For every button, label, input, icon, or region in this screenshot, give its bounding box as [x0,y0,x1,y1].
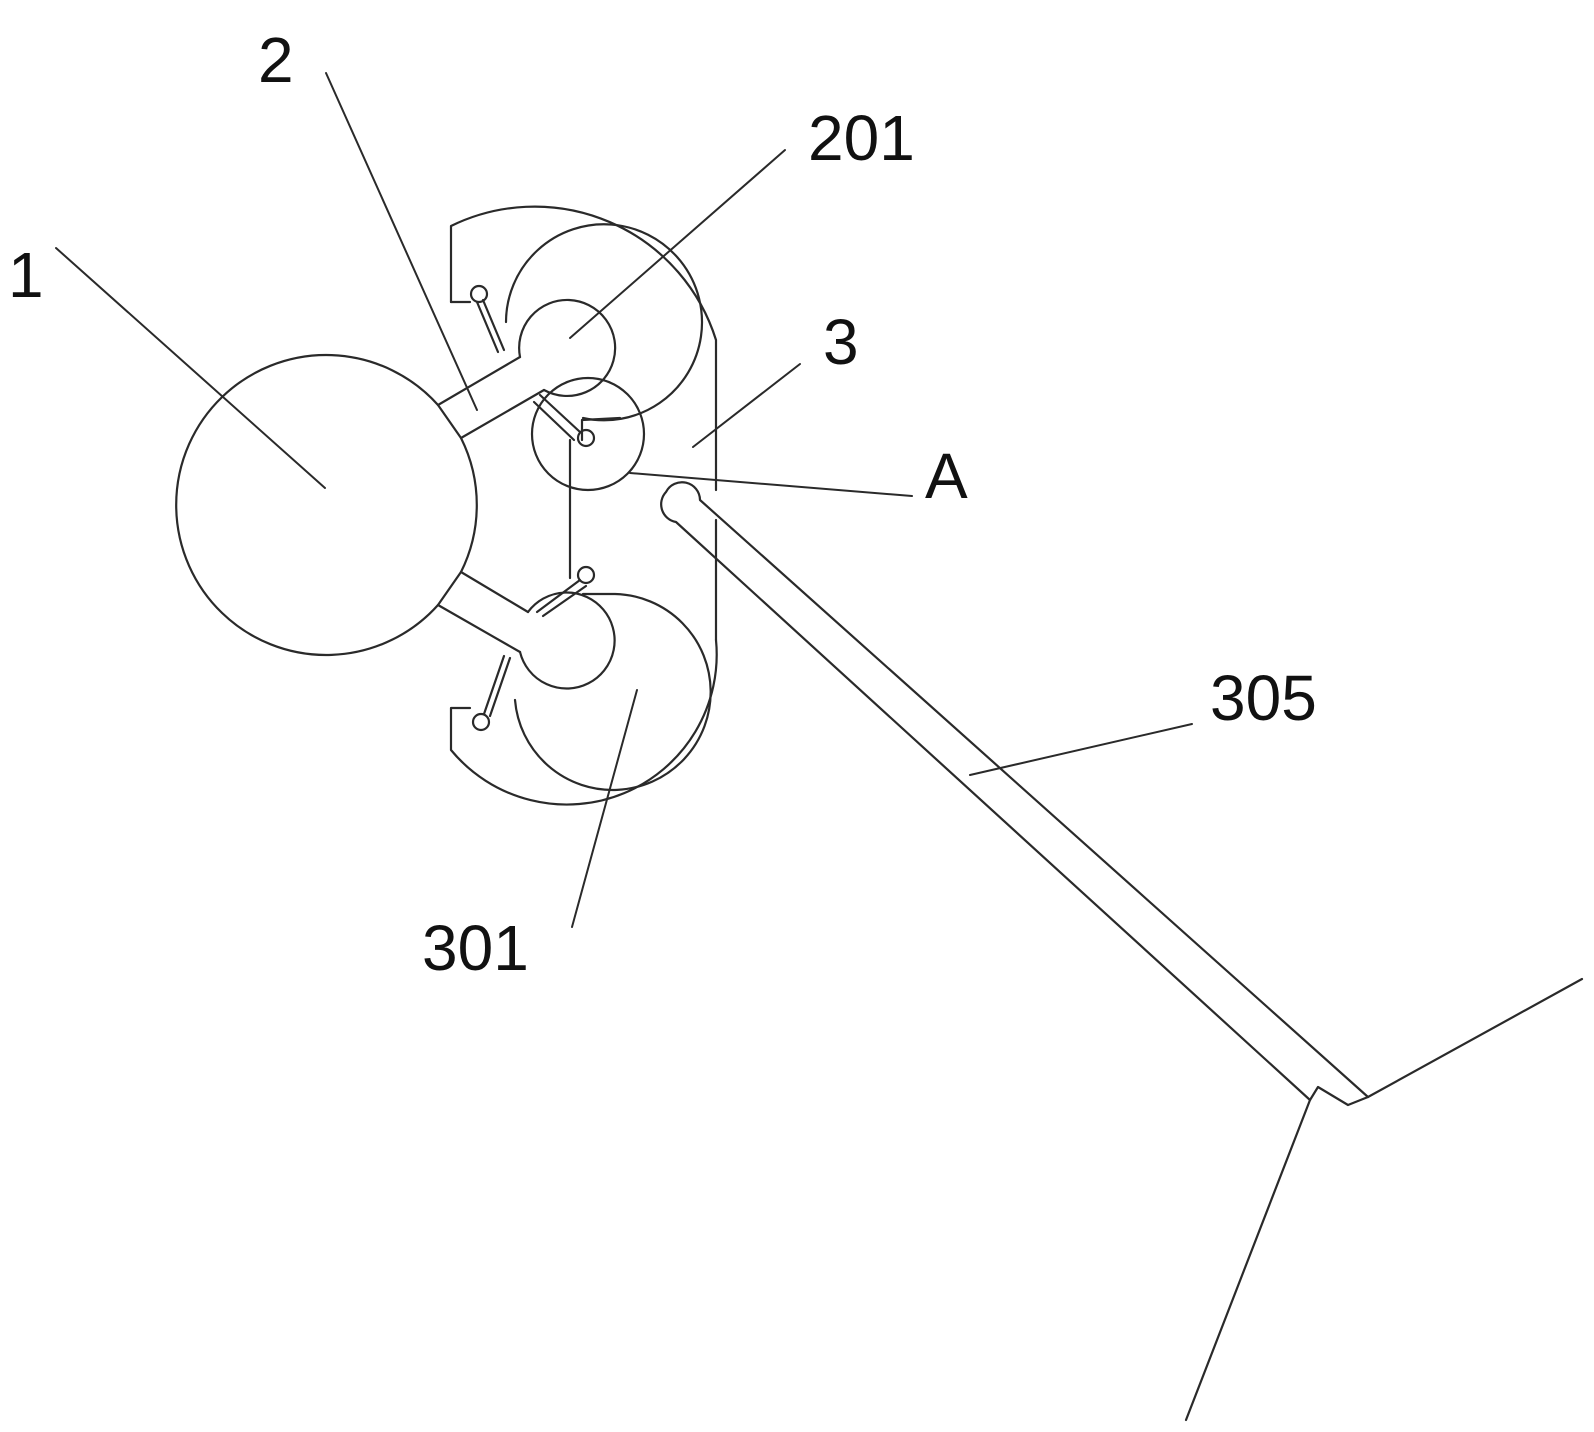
detail-a-circle [530,376,646,492]
label-201: 201 [808,102,915,174]
leader-3 [692,363,801,448]
leader-1 [55,247,326,489]
leader-2 [325,72,478,411]
upper-hinge [469,284,506,354]
outer-housing [449,205,718,806]
main-hub-outline [175,353,478,657]
extension-rod [660,481,1370,1102]
lower-hinge [471,654,512,732]
label-A: A [925,440,968,512]
upper-clamp-arc [504,223,704,422]
label-301: 301 [422,912,529,984]
lower-end-disc [518,591,616,690]
lower-arm [436,570,530,654]
label-305: 305 [1210,662,1317,734]
leader-A [629,472,913,497]
leader-305 [969,723,1193,776]
upper-end-disc [518,298,617,398]
leader-301 [571,689,638,928]
upper-arm [436,355,546,440]
leader-201 [569,149,786,339]
center-bottom-hinge [535,565,596,618]
rod-end-legs [1184,977,1584,1422]
label-3: 3 [823,306,859,378]
label-1: 1 [8,239,44,311]
center-top-hinge [532,393,622,448]
label-2: 2 [258,24,294,96]
lower-clamp-arc [513,592,712,792]
